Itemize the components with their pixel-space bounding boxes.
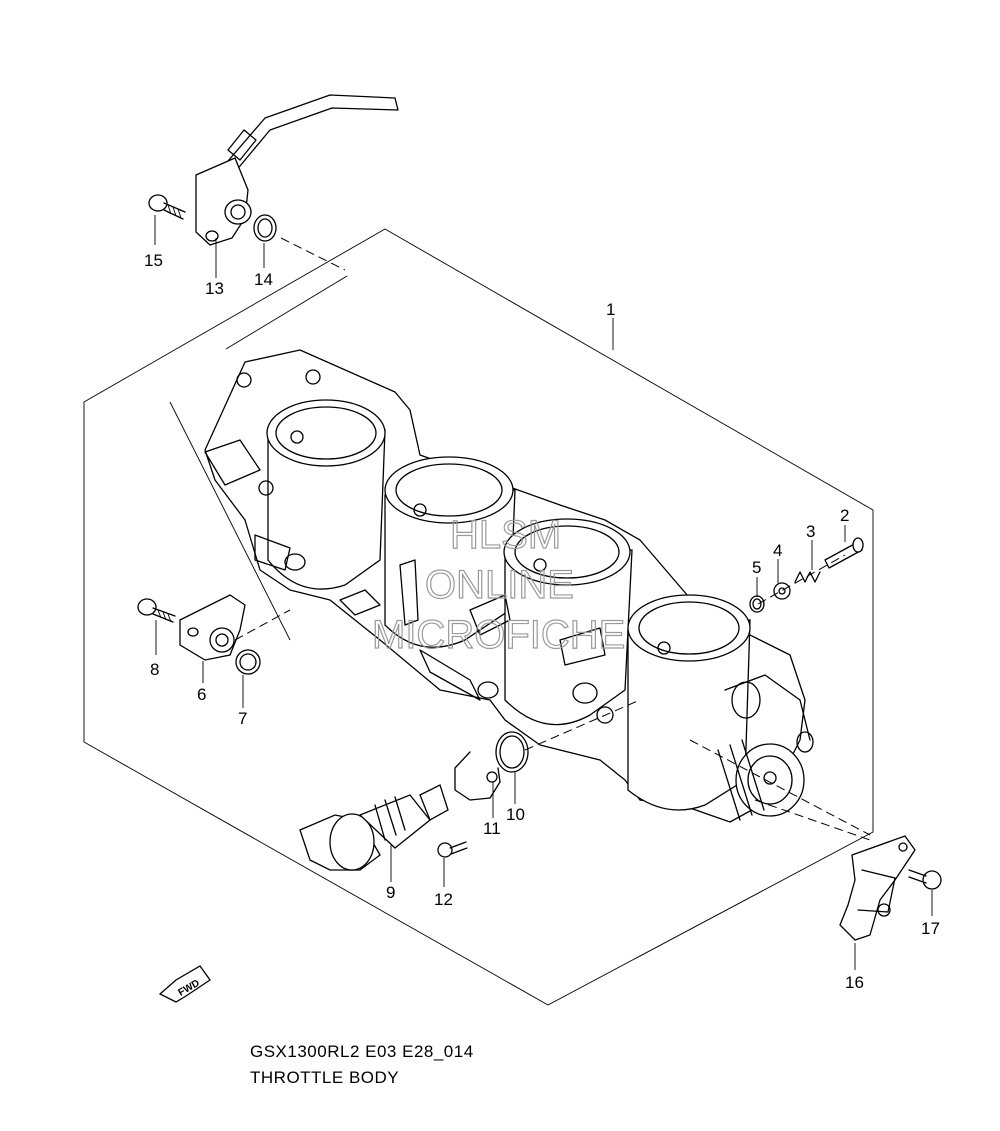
callouts: 1 2 3 4 5 6 7 8 9 10 11 12 13 14 15 16 1… <box>144 251 940 992</box>
boundary-inner-notch <box>169 401 291 641</box>
part-5-o-ring <box>749 595 765 613</box>
callout-15: 15 <box>144 251 163 270</box>
diagram-title: THROTTLE BODY <box>250 1068 400 1087</box>
callout-9: 9 <box>386 883 395 902</box>
callout-14: 14 <box>254 270 273 289</box>
throttle-bore-1 <box>266 399 386 590</box>
callout-17: 17 <box>921 919 940 938</box>
assembly-boundary <box>83 228 874 1006</box>
fwd-arrow-icon: FWD <box>158 965 211 1003</box>
callout-7: 7 <box>238 709 247 728</box>
part-15-bolt <box>148 194 186 220</box>
callout-8: 8 <box>150 660 159 679</box>
callout-5: 5 <box>752 558 761 577</box>
throttle-bore-4 <box>627 594 751 811</box>
part-10-o-ring <box>495 731 529 773</box>
callout-4: 4 <box>773 541 782 560</box>
left-fittings <box>204 369 671 655</box>
part-2-screw <box>824 537 864 569</box>
watermark-line-1: HLSM <box>450 513 561 557</box>
boundary-notch <box>225 275 348 350</box>
callout-13: 13 <box>205 279 224 298</box>
callout-2: 2 <box>840 506 849 525</box>
callout-3: 3 <box>806 522 815 541</box>
part-7-o-ring <box>235 649 261 675</box>
callout-10: 10 <box>506 805 525 824</box>
part-16-bracket <box>839 835 916 941</box>
callout-6: 6 <box>197 685 206 704</box>
throttle-pulley <box>717 674 814 821</box>
part-9-actuator <box>299 784 449 871</box>
callout-11: 11 <box>483 819 501 838</box>
part-11-bracket <box>454 751 501 801</box>
part-12-screw <box>437 841 468 858</box>
part-4-washer <box>773 582 791 600</box>
watermark-line-2: ONLINE <box>425 563 574 607</box>
leader-lines <box>154 215 933 970</box>
part-14-o-ring <box>253 214 277 242</box>
fuel-rail <box>339 559 614 724</box>
watermark: HLSM ONLINE MICROFICHE <box>371 512 626 657</box>
part-6-sensor <box>179 594 246 661</box>
part-3-spring <box>794 571 821 583</box>
callout-1: 1 <box>606 300 615 319</box>
callout-12: 12 <box>434 890 453 909</box>
part-8-bolt <box>137 598 176 623</box>
throttle-body-assembly <box>204 349 814 823</box>
callout-16: 16 <box>845 973 864 992</box>
diagram-code: GSX1300RL2 E03 E28_014 <box>250 1042 474 1061</box>
part-13-sensor <box>195 94 399 246</box>
watermark-line-3: MICROFICHE <box>372 613 625 657</box>
part-17-bolt <box>908 869 942 890</box>
